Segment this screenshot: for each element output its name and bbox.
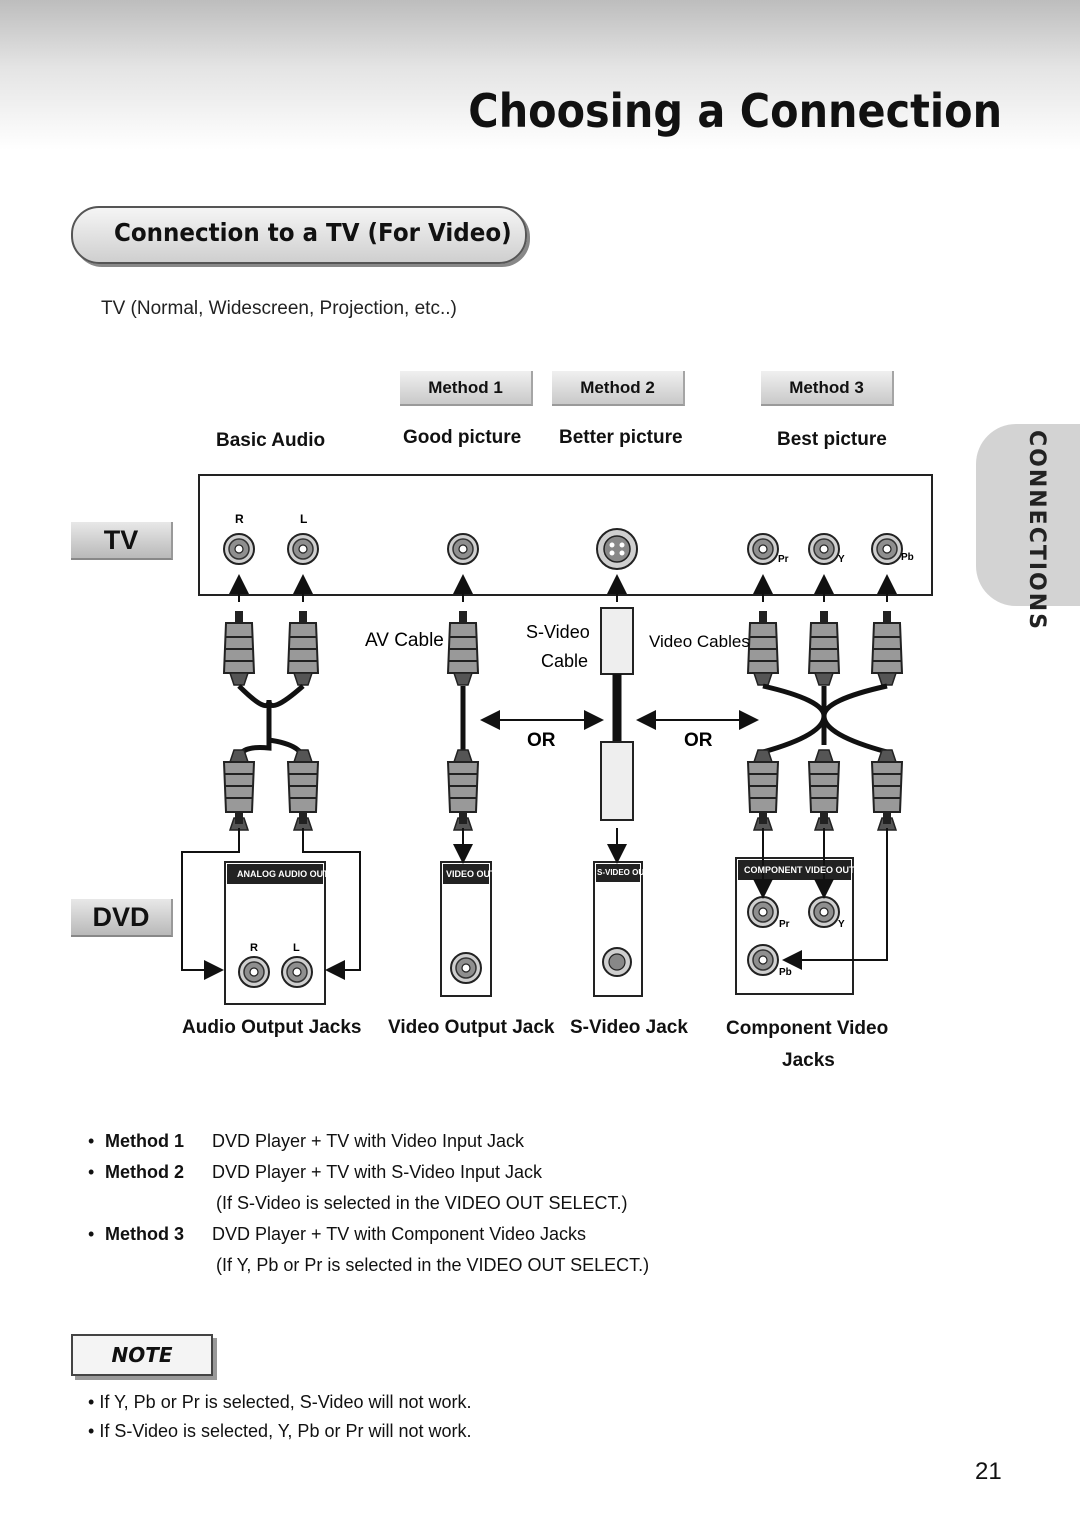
side-tab bbox=[976, 424, 1080, 606]
tv-y-jack bbox=[808, 533, 840, 565]
tv-pr-label: Pr bbox=[778, 554, 789, 565]
svideo-out-label: S-VIDEO OUT bbox=[597, 868, 649, 877]
note-list: • If Y, Pb or Pr is selected, S-Video wi… bbox=[88, 1392, 472, 1450]
audio-output-jacks-label: Audio Output Jacks bbox=[182, 1017, 362, 1038]
page-number: 21 bbox=[975, 1458, 1002, 1485]
svideo-cable-label-2: Cable bbox=[541, 651, 588, 671]
quality-best-picture: Best picture bbox=[777, 429, 887, 450]
side-tab-label: CONNECTIONS bbox=[1024, 430, 1049, 631]
quality-good-picture: Good picture bbox=[403, 427, 522, 448]
tv-svideo-jack bbox=[596, 528, 638, 570]
method-1-tab: Method 1 bbox=[400, 371, 533, 406]
svideo-cable-label-1: S-Video bbox=[526, 622, 590, 642]
or-label-1: OR bbox=[527, 730, 556, 751]
header-gradient bbox=[0, 0, 1080, 150]
tv-types-subtitle: TV (Normal, Widescreen, Projection, etc.… bbox=[101, 298, 457, 319]
tv-y-label: Y bbox=[838, 554, 845, 565]
tv-pb-jack bbox=[871, 533, 903, 565]
tv-pr-jack bbox=[747, 533, 779, 565]
component-video-out-label: COMPONENT VIDEO OUT bbox=[744, 865, 855, 875]
dvd-pr-label: Pr bbox=[779, 919, 790, 930]
tv-pb-label: Pb bbox=[901, 552, 914, 563]
tv-r-label: R bbox=[235, 512, 244, 526]
tv-video-jack bbox=[447, 533, 479, 565]
note-item: • If S-Video is selected, Y, Pb or Pr wi… bbox=[88, 1421, 472, 1441]
component-jacks-label-2: Jacks bbox=[782, 1050, 835, 1071]
video-cables-label: Video Cables bbox=[649, 632, 750, 651]
section-pill bbox=[71, 206, 527, 264]
method-3-tab: Method 3 bbox=[761, 371, 894, 406]
dvd-y-label: Y bbox=[838, 919, 845, 930]
tv-l-label: L bbox=[300, 512, 307, 526]
dvd-pb-label: Pb bbox=[779, 967, 792, 978]
note-label: NOTE bbox=[71, 1334, 213, 1376]
or-label-2: OR bbox=[684, 730, 713, 751]
dvd-label: DVD bbox=[71, 899, 173, 937]
quality-basic-audio: Basic Audio bbox=[216, 430, 326, 451]
analog-audio-out-label: ANALOG AUDIO OUT bbox=[237, 869, 329, 879]
quality-better-picture: Better picture bbox=[559, 427, 683, 448]
method-2-tab: Method 2 bbox=[552, 371, 685, 406]
video-output-jack-label: Video Output Jack bbox=[388, 1017, 555, 1038]
section-heading: Connection to a TV (For Video) bbox=[114, 218, 512, 247]
tv-audio-l-jack bbox=[287, 533, 319, 565]
dvd-l-label: L bbox=[293, 942, 300, 954]
tv-back-panel bbox=[198, 474, 933, 596]
svideo-jack-label: S-Video Jack bbox=[570, 1017, 688, 1038]
tv-audio-r-jack bbox=[223, 533, 255, 565]
video-out-label: VIDEO OUT bbox=[446, 869, 496, 879]
tv-label: TV bbox=[71, 522, 173, 560]
component-jacks-label-1: Component Video bbox=[726, 1018, 889, 1039]
av-cable-label: AV Cable bbox=[365, 630, 444, 651]
dvd-r-label: R bbox=[250, 942, 258, 954]
page-title: Choosing a Connection bbox=[468, 84, 1002, 138]
note-item: • If Y, Pb or Pr is selected, S-Video wi… bbox=[88, 1392, 472, 1412]
